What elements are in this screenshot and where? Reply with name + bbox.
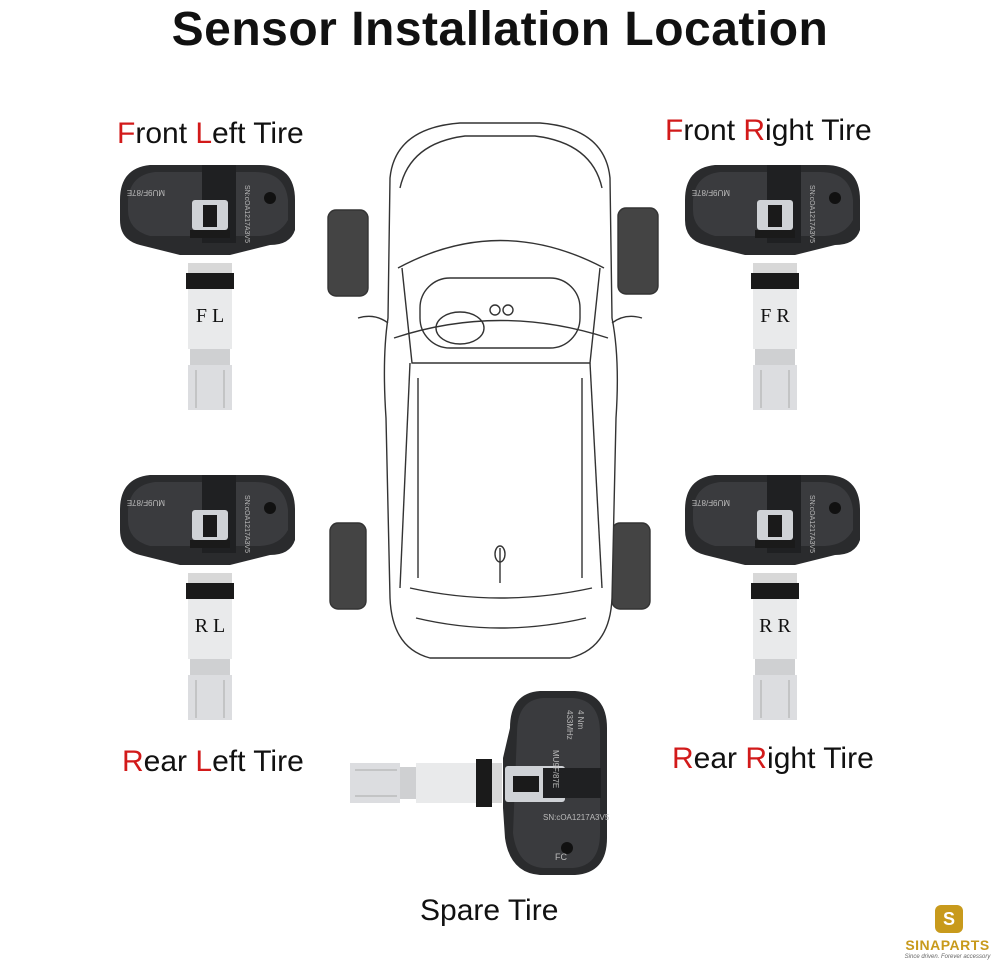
label-part: eft Tire	[212, 745, 304, 778]
sensor-serial-text: SN:cOA1217A3V5	[808, 495, 815, 553]
sensor-stem-code: R L	[195, 615, 226, 637]
label-part: ear	[693, 742, 746, 775]
label-initial: R	[122, 745, 144, 778]
sensor-spare: MU9F/87E 433MHz 4 Nm SN:cOA1217A3V5 FC	[345, 688, 615, 878]
sensor-rear-right: MU9F/87E SN:cOA1217A3V5 R R	[675, 470, 875, 720]
label-front-right-tire: Front Right Tire	[665, 114, 872, 148]
label-rear-left-tire: Rear Left Tire	[122, 745, 304, 779]
sensor-torque-text: 4 Nm	[576, 710, 585, 729]
car-top-view-diagram	[320, 118, 680, 678]
label-part: ear	[143, 745, 196, 778]
label-part: ront	[135, 117, 196, 150]
label-initial: R	[672, 742, 694, 775]
sensor-front-right: MU9F/87E SN:cOA1217A3V5 F R	[675, 160, 875, 410]
label-front-left-tire: Front Left Tire	[117, 117, 304, 151]
label-initial: R	[745, 742, 768, 775]
logo-letter: S	[942, 909, 955, 929]
label-initial: R	[743, 114, 766, 147]
label-part: ight Tire	[765, 114, 872, 147]
label-initial: L	[195, 745, 213, 778]
label-part: eft Tire	[212, 117, 304, 150]
fc-mark: FC	[555, 852, 567, 862]
sensor-serial-text: SN:cOA1217A3V5	[243, 185, 250, 243]
sensor-model-text: MU9F/87E	[692, 498, 730, 507]
label-rear-right-tire: Rear Right Tire	[672, 742, 874, 776]
label-part: ront	[683, 114, 744, 147]
page-title: Sensor Installation Location	[171, 3, 829, 56]
sensor-serial-text: SN:cOA1217A3V5	[543, 813, 610, 822]
label-spare-tire: Spare Tire	[420, 894, 559, 927]
sensor-model-text: MU9F/87E	[692, 188, 730, 197]
sensor-serial-text: SN:cOA1217A3V5	[808, 185, 815, 243]
sensor-model-text: MU9F/87E	[127, 498, 165, 507]
brand-name: SINAPARTS	[905, 937, 990, 953]
label-initial: L	[195, 117, 213, 150]
sensor-model-text: MU9F/87E	[551, 750, 560, 788]
label-initial: F	[665, 114, 684, 147]
brand-tagline: Since driven. Forever accessory	[904, 954, 991, 960]
logo-icon: S	[935, 905, 963, 933]
label-initial: F	[117, 117, 136, 150]
label-part: ight Tire	[767, 742, 874, 775]
sensor-model-text: MU9F/87E	[127, 188, 165, 197]
sensor-stem-code: R R	[759, 615, 791, 637]
sensor-rear-left: MU9F/87E SN:cOA1217A3V5 R L	[110, 470, 310, 720]
sensor-serial-text: SN:cOA1217A3V5	[243, 495, 250, 553]
brand-logo: S SINAPARTS Since driven. Forever access…	[900, 905, 995, 963]
sensor-freq-text: 433MHz	[565, 710, 574, 740]
sensor-stem-code: F R	[760, 305, 790, 327]
sensor-front-left: MU9F/87E SN:cOA1217A3V5 F L	[110, 160, 310, 410]
sensor-stem-code: F L	[196, 305, 224, 327]
